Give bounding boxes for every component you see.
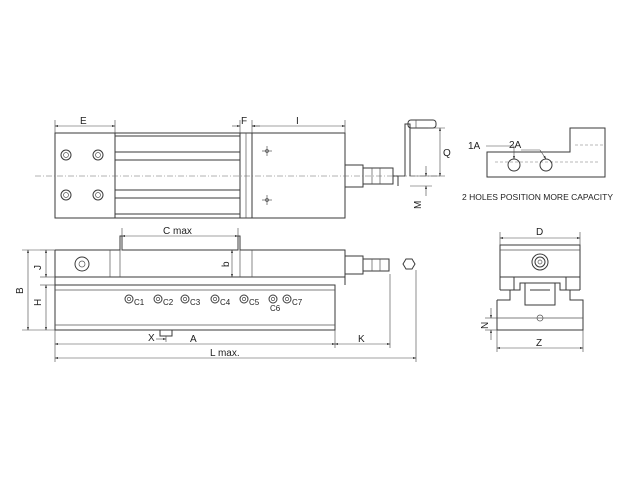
- hole-c3: [181, 295, 189, 303]
- mounting-holes: [125, 295, 291, 303]
- dim-label-x: X: [148, 333, 155, 344]
- dim-label-e: E: [80, 116, 87, 127]
- dim-label-c-max: C max: [163, 226, 192, 237]
- hole-1a: [508, 159, 520, 171]
- dim-label-a: A: [190, 334, 197, 345]
- capacity-note: 2 HOLES POSITION MORE CAPACITY: [462, 192, 613, 202]
- label-1a: 1A: [468, 141, 481, 152]
- hole-label-c2: C2: [163, 298, 174, 307]
- top-view-fixed-jaw: [55, 133, 115, 218]
- hole-c4: [211, 295, 219, 303]
- hex-nut-icon: [403, 259, 415, 269]
- hole-c1: [125, 295, 133, 303]
- front-view: C1 C2 C3 C4 C5 C6 C7 C max b J B H X: [15, 226, 416, 362]
- label-2a: 2A: [509, 140, 522, 151]
- hole-label-c4: C4: [220, 298, 231, 307]
- dim-label-b-small: b: [221, 261, 232, 267]
- dim-label-f: F: [241, 116, 247, 127]
- dim-label-l-max: L max.: [210, 348, 240, 359]
- dim-label-k: K: [358, 334, 365, 345]
- hole-c2: [154, 295, 162, 303]
- dim-label-z: Z: [536, 338, 542, 349]
- hole-c6: [269, 295, 277, 303]
- dim-label-j: J: [33, 265, 44, 270]
- front-view-base: [55, 285, 335, 330]
- hole-label-c6: C6: [270, 304, 281, 313]
- hole-label-c7: C7: [292, 298, 303, 307]
- dim-label-d: D: [536, 227, 543, 238]
- top-view-body: [55, 133, 345, 218]
- dim-label-i: I: [296, 116, 299, 127]
- hole-label-c3: C3: [190, 298, 201, 307]
- dim-label-b: B: [15, 287, 26, 294]
- hole-2a: [540, 159, 552, 171]
- hole-label-c1: C1: [134, 298, 145, 307]
- hole-label-c5: C5: [249, 298, 260, 307]
- crank-handle: [408, 120, 436, 128]
- dim-label-h: H: [33, 299, 44, 306]
- hole-c7: [283, 295, 291, 303]
- dim-label-q: Q: [443, 148, 451, 159]
- top-view: E F I Q M: [35, 116, 451, 218]
- jaw-detail-outline: [487, 128, 605, 177]
- jaw-detail: 1A 2A 2 HOLES POSITION MORE CAPACITY: [462, 128, 613, 202]
- top-view-bolt-holes: [61, 150, 103, 200]
- dim-label-m: M: [413, 201, 424, 209]
- end-view: D N Z: [480, 227, 583, 352]
- dim-label-n: N: [480, 322, 491, 329]
- hole-c5: [240, 295, 248, 303]
